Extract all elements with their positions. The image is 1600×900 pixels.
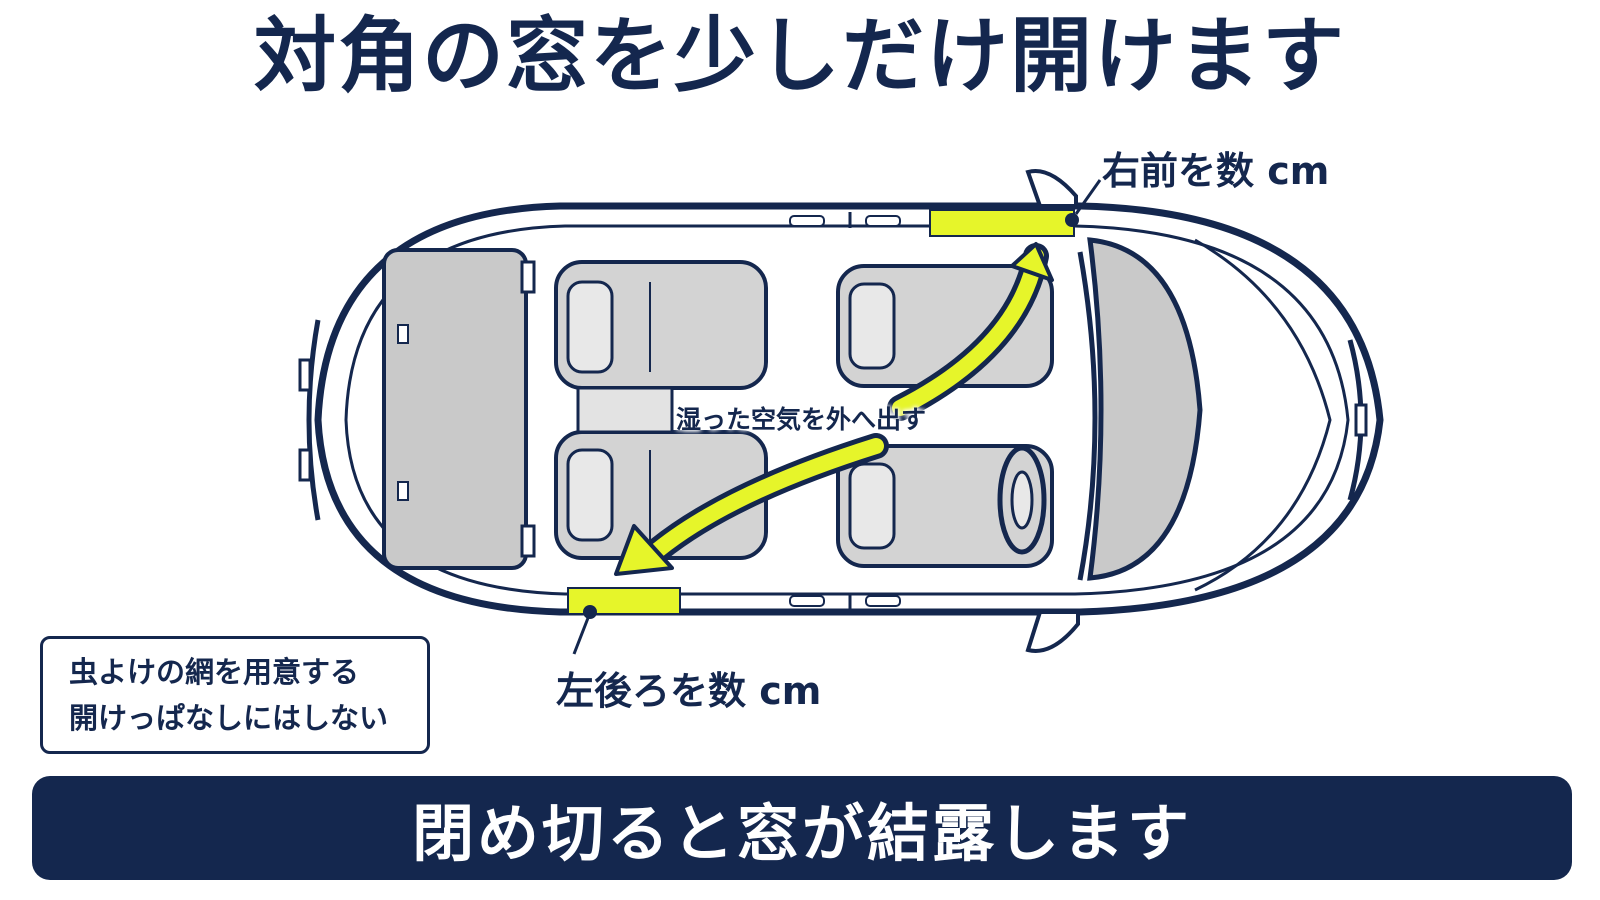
front-seat-passenger bbox=[836, 264, 1054, 388]
banner-text: 閉め切ると窓が結露します bbox=[411, 797, 1192, 870]
note-line-2: 開けっぱなしにはしない bbox=[69, 701, 389, 735]
label-left-rear: 左後ろを数 cm bbox=[556, 669, 822, 713]
airflow-arrowhead-down bbox=[614, 524, 674, 576]
cargo-latch-bottom bbox=[397, 481, 409, 501]
note-box: 虫よけの網を用意する 開けっぱなしにはしない bbox=[40, 636, 430, 754]
label-airflow: 湿った空気を外へ出す bbox=[676, 405, 927, 434]
leader-dot-right-front bbox=[1065, 213, 1079, 227]
door-handle-top-front bbox=[865, 215, 901, 227]
front-seat-driver bbox=[836, 444, 1054, 568]
hood-line bbox=[1194, 238, 1332, 592]
note-line-1: 虫よけの網を用意する bbox=[69, 655, 360, 689]
cargo-area bbox=[382, 248, 528, 570]
windshield bbox=[1087, 237, 1203, 581]
steering-wheel bbox=[997, 445, 1047, 555]
rear-seat-top bbox=[554, 260, 768, 390]
door-handle-top-rear bbox=[789, 215, 825, 227]
leader-line-right-front bbox=[1074, 179, 1102, 215]
leader-line-left-rear bbox=[572, 617, 590, 655]
window-open-right-front bbox=[929, 209, 1075, 237]
rear-light-bottom bbox=[298, 448, 312, 482]
rear-light-top bbox=[298, 358, 312, 392]
mirror-right bbox=[1025, 169, 1078, 208]
rear-bumper bbox=[306, 319, 321, 521]
airflow-arrowhead-up bbox=[1010, 242, 1054, 282]
page-title: 対角の窓を少しだけ開けます bbox=[253, 9, 1346, 104]
door-handle-bottom-front bbox=[865, 595, 901, 607]
car-body-inner bbox=[344, 224, 1350, 596]
bottom-banner: 閉め切ると窓が結露します bbox=[32, 776, 1572, 880]
dashboard bbox=[1077, 251, 1098, 581]
front-emblem bbox=[1354, 403, 1368, 437]
door-handle-bottom-rear bbox=[789, 595, 825, 607]
cargo-hinge-bottom bbox=[520, 524, 536, 558]
rear-seat-center bbox=[576, 386, 674, 434]
leader-dot-left-rear bbox=[583, 605, 597, 619]
cargo-latch-top bbox=[397, 324, 409, 344]
cargo-hinge-top bbox=[520, 260, 536, 294]
label-right-front: 右前を数 cm bbox=[1102, 149, 1330, 193]
mirror-left bbox=[1025, 610, 1080, 653]
